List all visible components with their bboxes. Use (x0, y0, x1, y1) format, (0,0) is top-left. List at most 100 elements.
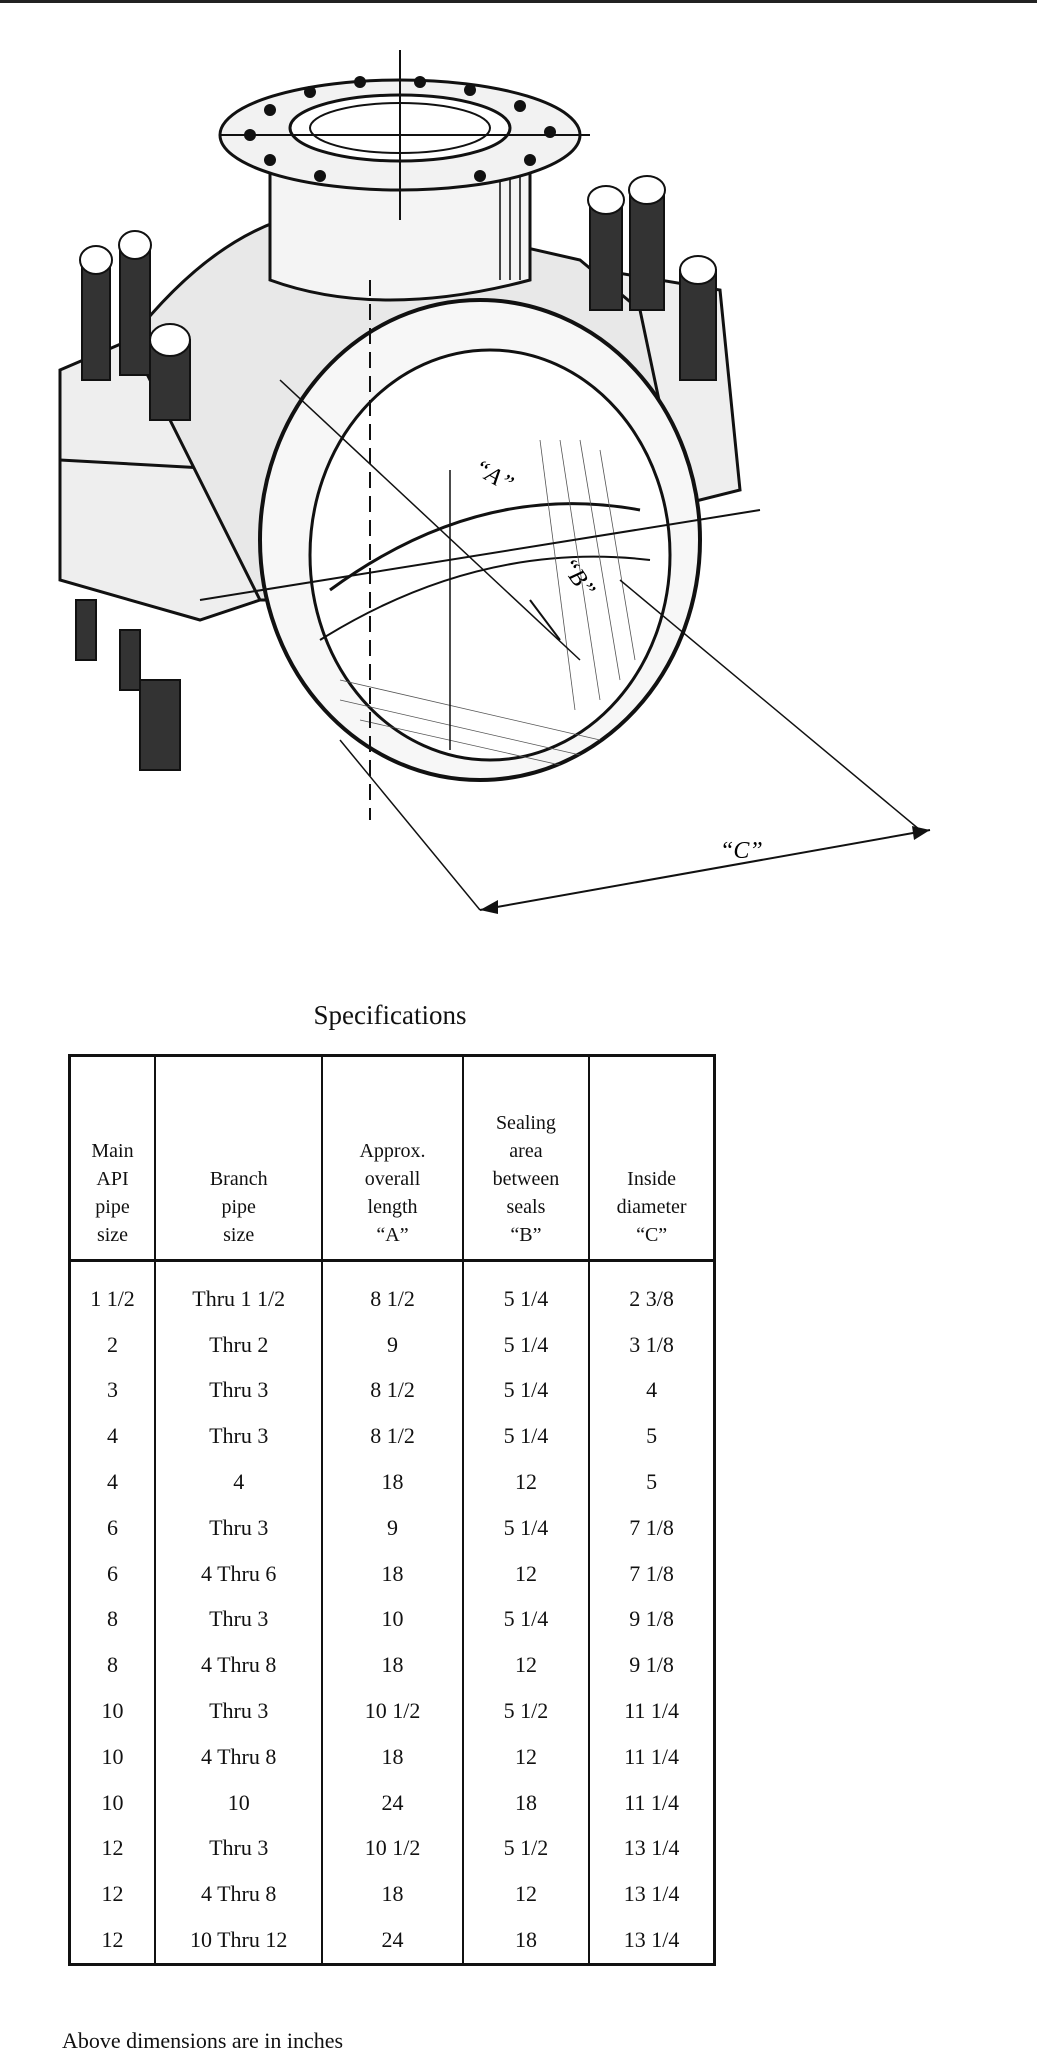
table-cell: 10 (68, 1733, 156, 1780)
table-cell: Thru 3 (153, 1688, 324, 1734)
table-cell: 4 (68, 1459, 156, 1505)
table-cell: 24 (321, 1917, 464, 1965)
table-cell: 9 1/8 (588, 1596, 716, 1643)
specifications-caption: Specifications (313, 1000, 467, 1030)
table-cell: 8 (68, 1642, 156, 1689)
table-cell: 6 (68, 1550, 156, 1597)
table-cell: 18 (321, 1733, 464, 1780)
table-cell: 10 1/2 (321, 1825, 464, 1872)
table-cell: Thru 3 (153, 1504, 324, 1551)
table-cell: 12 (68, 1871, 156, 1918)
table-cell: 3 1/8 (588, 1321, 716, 1368)
table-cell: 12 (461, 1550, 591, 1597)
table-cell: 12 (461, 1642, 591, 1689)
table-cell: 5 1/4 (461, 1367, 591, 1414)
table-cell: 10 (68, 1688, 156, 1734)
split-tee-fitting-illustration: “C” “A” “B” (58, 50, 931, 914)
table-cell: 10 1/2 (321, 1688, 464, 1734)
table-cell: 18 (321, 1550, 464, 1597)
footnote: Above dimensions are in inches (62, 2028, 344, 2053)
table-cell: 4 (153, 1459, 324, 1505)
table-cell: 5 1/4 (461, 1413, 591, 1460)
table-cell: 18 (321, 1642, 464, 1689)
table-cell: 5 1/2 (461, 1825, 591, 1872)
table-cell: 1 1/2 (68, 1260, 156, 1322)
table-cell: 11 1/4 (588, 1733, 716, 1780)
table-cell: Thru 3 (153, 1825, 324, 1872)
table-cell: 5 1/4 (461, 1321, 591, 1368)
table-cell: 18 (321, 1459, 464, 1505)
table-cell: 9 (321, 1504, 464, 1551)
table-cell: Thru 1 1/2 (153, 1260, 324, 1322)
table-cell: 13 1/4 (588, 1825, 716, 1872)
table-cell: 10 (153, 1779, 324, 1826)
table-cell: 8 1/2 (321, 1260, 464, 1322)
table-cell: 9 1/8 (588, 1642, 716, 1689)
table-cell: 8 1/2 (321, 1413, 464, 1460)
table-cell: 5 (588, 1459, 716, 1505)
table-cell: 5 1/2 (461, 1688, 591, 1734)
table-cell: 11 1/4 (588, 1688, 716, 1734)
table-cell: 7 1/8 (588, 1504, 716, 1551)
table-cell: 10 (321, 1596, 464, 1643)
table-cell: 11 1/4 (588, 1779, 716, 1826)
table-cell: 9 (321, 1321, 464, 1368)
table-cell: 5 1/4 (461, 1260, 591, 1322)
table-cell: 10 Thru 12 (153, 1917, 324, 1965)
table-cell: 4 (68, 1413, 156, 1460)
table-cell: 12 (461, 1871, 591, 1918)
table-cell: 5 (588, 1413, 716, 1460)
table-cell: 18 (321, 1871, 464, 1918)
table-cell: 2 3/8 (588, 1260, 716, 1322)
table-cell: 12 (68, 1825, 156, 1872)
table-cell: 5 1/4 (461, 1596, 591, 1643)
table-cell: 4 Thru 6 (153, 1550, 324, 1597)
table-cell: Thru 3 (153, 1596, 324, 1643)
table-cell: 24 (321, 1779, 464, 1826)
table-cell: 13 1/4 (588, 1917, 716, 1965)
table-cell: 3 (68, 1367, 156, 1414)
table-cell: 10 (68, 1779, 156, 1826)
table-cell: 7 1/8 (588, 1550, 716, 1597)
table-cell: 4 Thru 8 (153, 1733, 324, 1780)
table-cell: 12 (68, 1917, 156, 1965)
dimension-c-label: “C” (720, 838, 763, 864)
table-cell: 8 1/2 (321, 1367, 464, 1414)
table-cell: Thru 2 (153, 1321, 324, 1368)
table-cell: Thru 3 (153, 1413, 324, 1460)
table-cell: 4 Thru 8 (153, 1871, 324, 1918)
table-cell: 4 Thru 8 (153, 1642, 324, 1689)
table-cell: 4 (588, 1367, 716, 1414)
table-cell: 2 (68, 1321, 156, 1368)
table-cell: 18 (461, 1779, 591, 1826)
table-cell: 18 (461, 1917, 591, 1965)
top-border (0, 0, 1037, 3)
table-cell: 12 (461, 1733, 591, 1780)
table-cell: 12 (461, 1459, 591, 1505)
table-cell: 13 1/4 (588, 1871, 716, 1918)
table-cell: Thru 3 (153, 1367, 324, 1414)
